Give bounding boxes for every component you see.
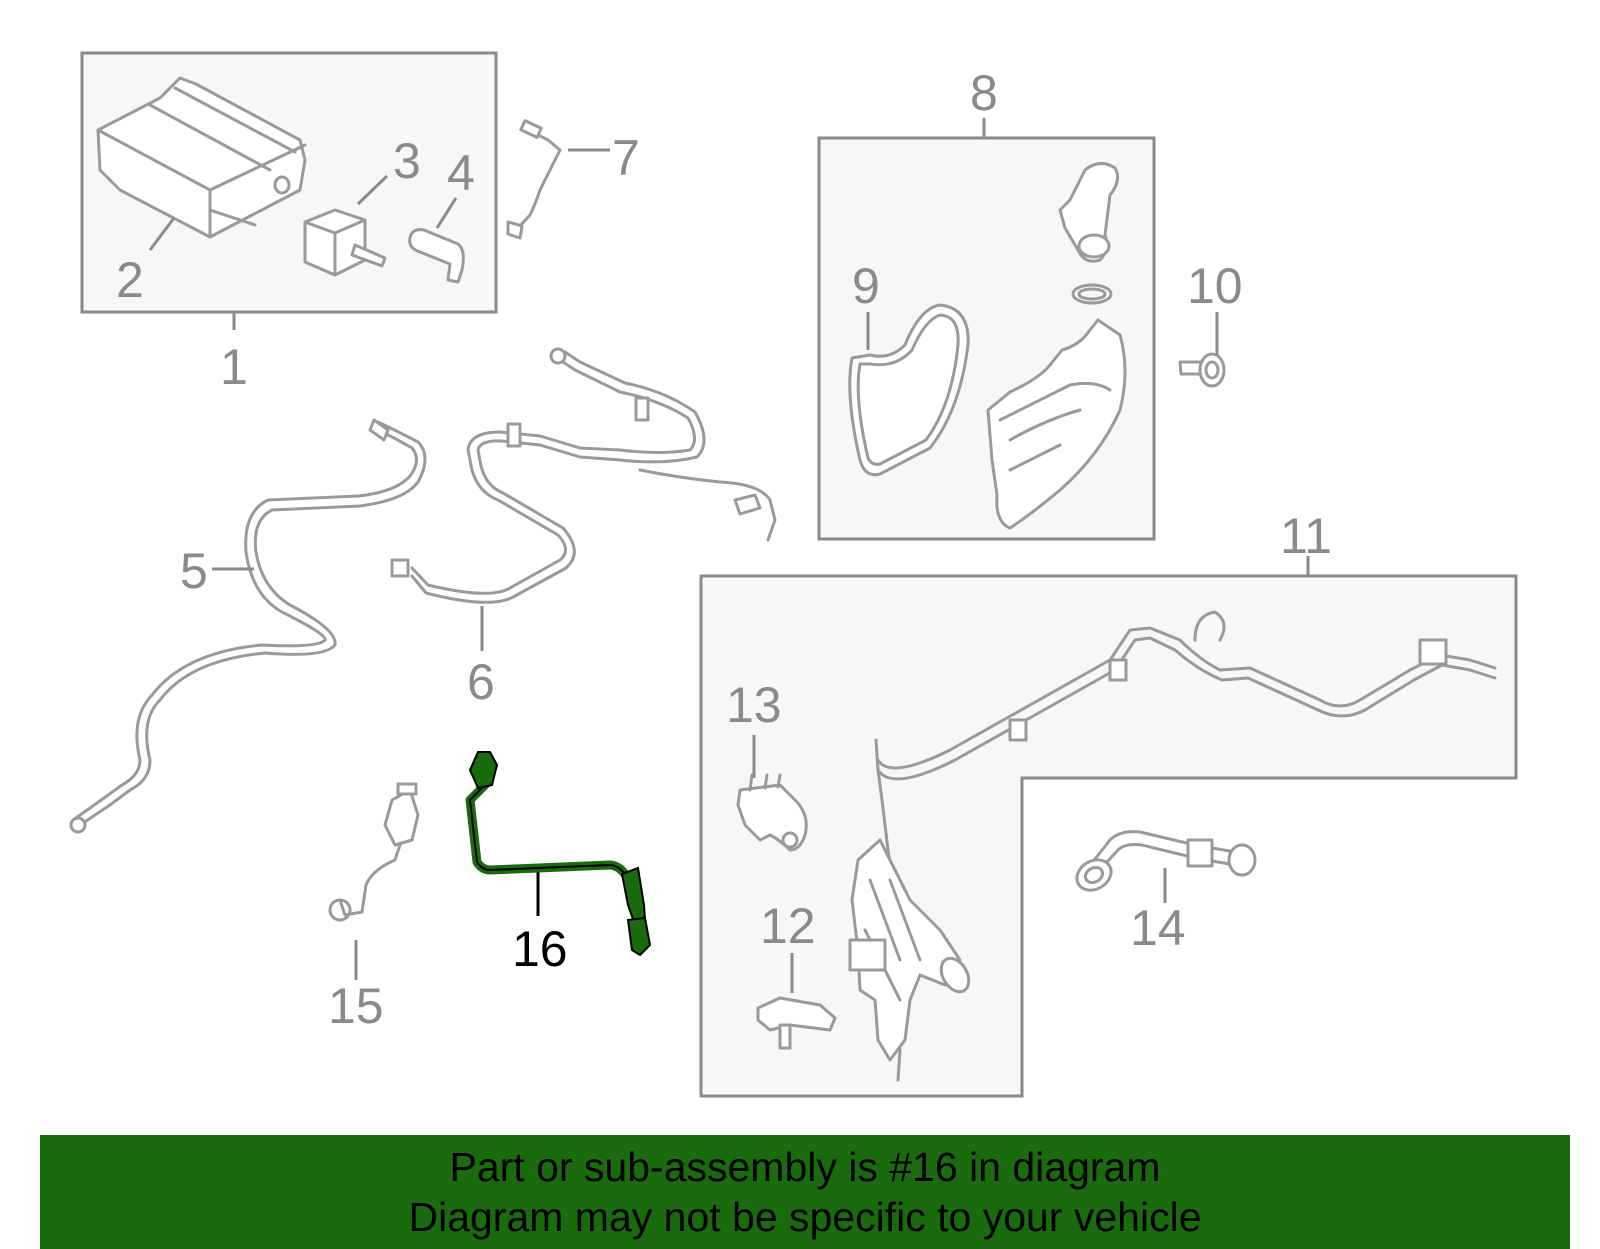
callout-16: 16	[512, 921, 568, 977]
part-15-sensor[interactable]	[328, 782, 420, 922]
callout-1: 1	[220, 339, 248, 395]
callout-9: 9	[852, 258, 880, 314]
part-10-bolt[interactable]	[1178, 352, 1226, 388]
callout-11: 11	[1280, 508, 1332, 564]
part-3-valve[interactable]	[303, 208, 387, 277]
info-banner: Part or sub-assembly is #16 in diagram D…	[40, 1135, 1570, 1249]
callout-4: 4	[447, 145, 475, 201]
part-13-bracket[interactable]	[736, 773, 808, 852]
callout-5: 5	[180, 543, 208, 599]
callout-7: 7	[612, 130, 640, 186]
part-6-hose[interactable]	[390, 347, 777, 604]
part-11-harness[interactable]	[848, 610, 1497, 1082]
callout-13: 13	[726, 677, 782, 733]
part-2-canister[interactable]	[96, 76, 307, 239]
leader-2	[148, 217, 176, 251]
part-14-hose[interactable]	[1071, 830, 1257, 896]
part-9-gasket[interactable]	[848, 303, 970, 477]
part-5-tube[interactable]	[69, 418, 427, 834]
callout-6: 6	[467, 654, 495, 710]
callout-10: 10	[1187, 258, 1243, 314]
leader-3	[356, 174, 389, 206]
callout-14: 14	[1130, 900, 1186, 956]
part-16-oxygen-sensor[interactable]	[465, 751, 652, 957]
banner-line-2: Diagram may not be specific to your vehi…	[408, 1194, 1202, 1240]
leader-4	[435, 197, 458, 229]
banner-line-1: Part or sub-assembly is #16 in diagram	[449, 1144, 1161, 1190]
callout-15: 15	[328, 978, 384, 1034]
callout-2: 2	[116, 252, 144, 308]
callout-3: 3	[393, 133, 421, 189]
callout-12: 12	[760, 898, 816, 954]
part-8-housing[interactable]	[986, 162, 1127, 530]
part-12-sensor[interactable]	[756, 996, 837, 1050]
part-7-sensor[interactable]	[506, 119, 562, 240]
part-4-hose[interactable]	[408, 228, 465, 284]
callout-8: 8	[970, 65, 998, 121]
